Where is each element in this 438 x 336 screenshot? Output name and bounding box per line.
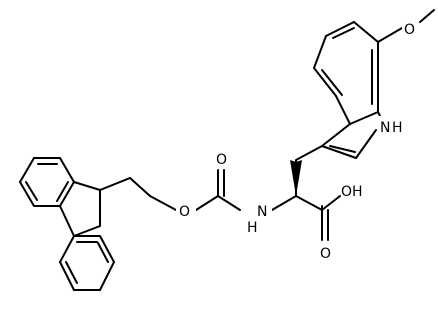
carbamate-bonds: [129, 169, 297, 211]
methoxy-oxygen-label: O: [404, 22, 415, 38]
atom-labels: O N H O O N H OH O: [176, 20, 418, 262]
indole-nh-label: H: [392, 120, 403, 136]
carbamate-carbonyl-oxygen-label: O: [216, 152, 227, 168]
acid-hydroxyl-label: OH: [341, 184, 363, 200]
ester-oxygen-label: O: [179, 204, 190, 220]
amide-h-label: H: [247, 220, 258, 236]
amide-n-label: N: [257, 204, 267, 220]
amino-acid-bonds: [290, 145, 329, 241]
indole-n-label: N: [380, 120, 390, 136]
indole-bonds: [313, 9, 435, 159]
acid-carbonyl-oxygen-label: O: [320, 246, 331, 262]
fluorene-bonds: [19, 157, 131, 291]
